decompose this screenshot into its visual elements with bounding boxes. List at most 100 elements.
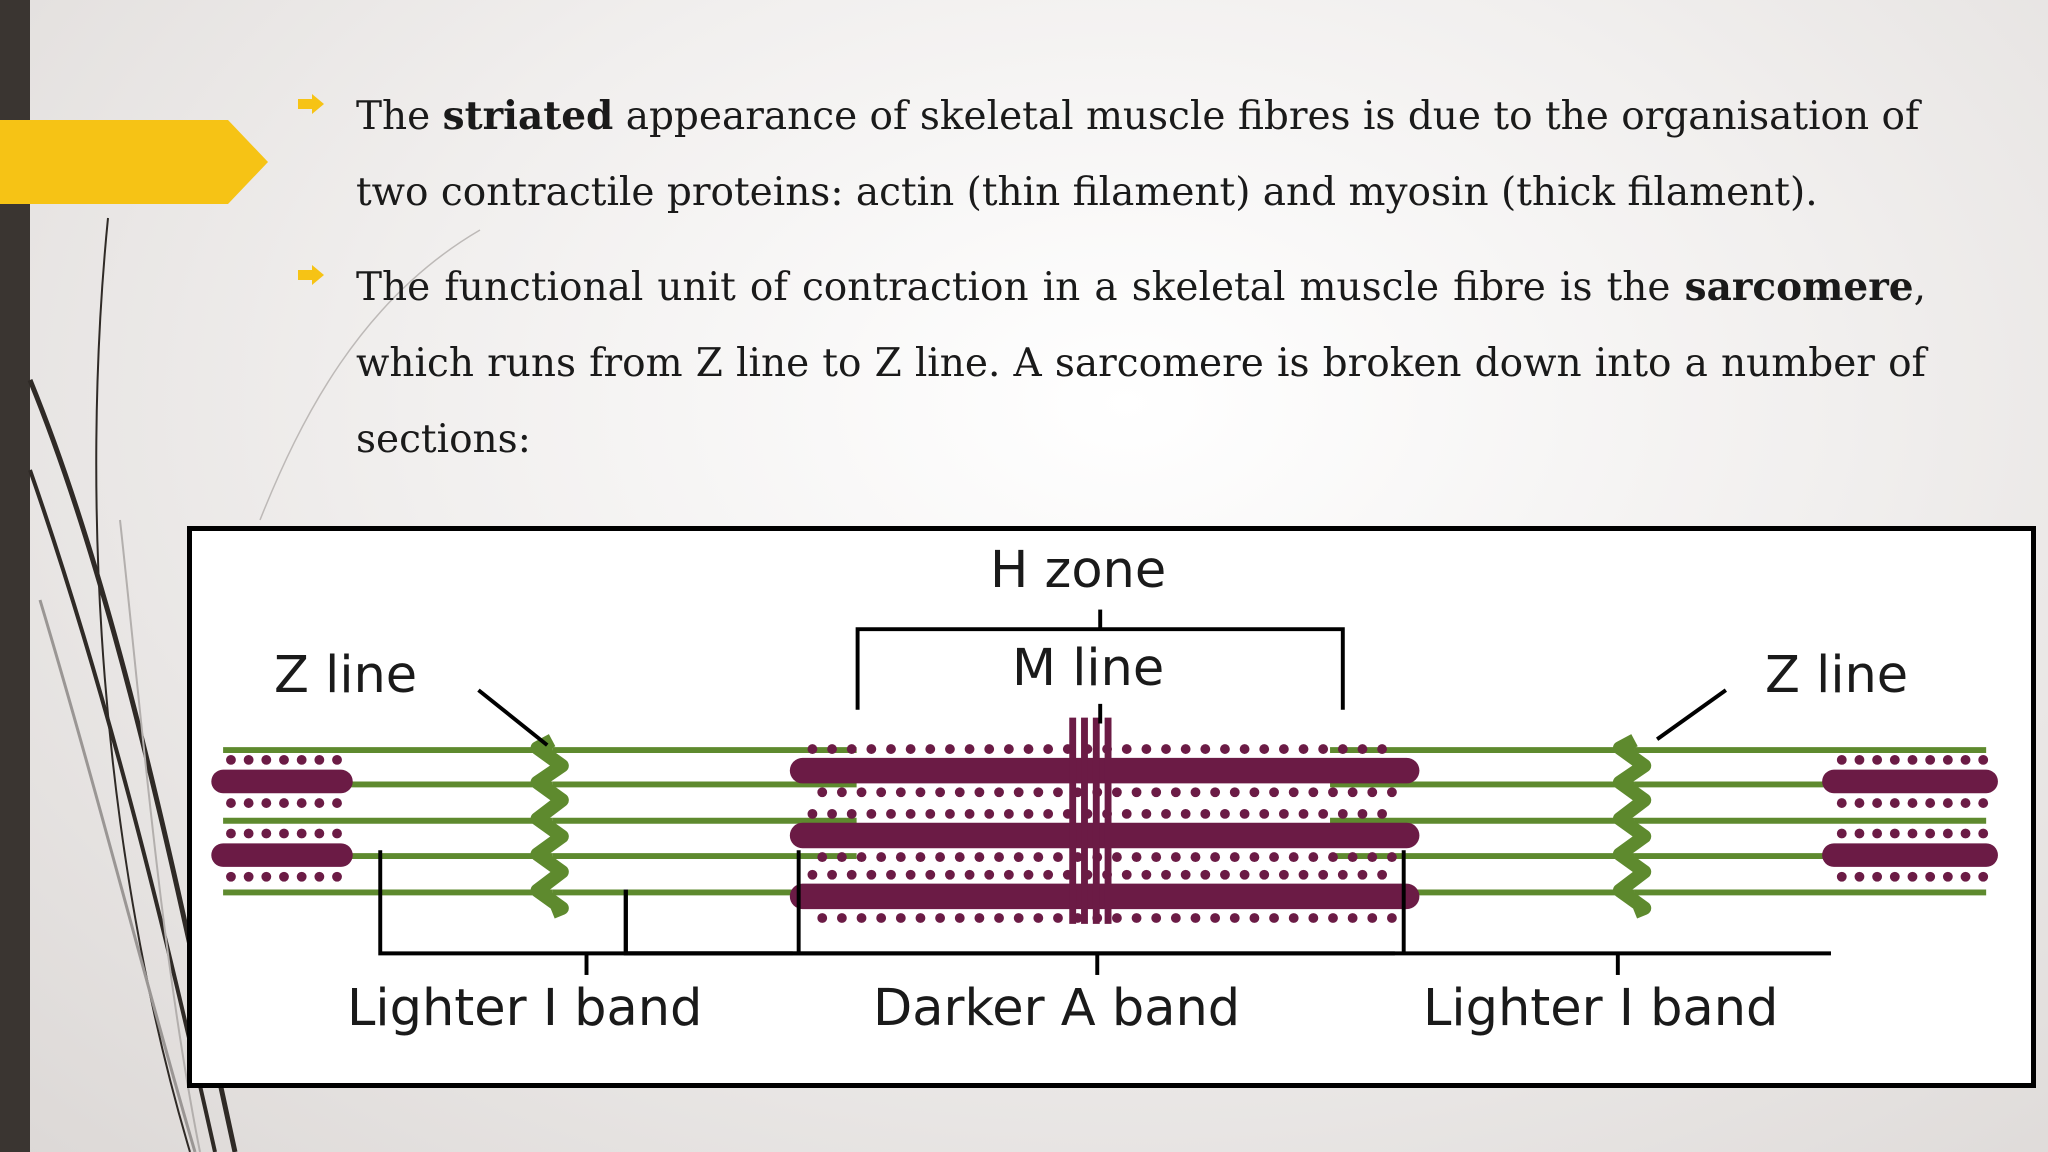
myosin-head (827, 808, 837, 819)
myosin-head (1357, 808, 1368, 819)
myosin-head (1288, 852, 1299, 863)
sarcomere-drawing (211, 609, 1998, 975)
myosin-head (314, 828, 325, 839)
myosin-head (836, 913, 847, 923)
myosin-head (1872, 754, 1883, 765)
myosin-head (1121, 808, 1132, 819)
myosin-head (332, 754, 342, 765)
myosin-head (1111, 787, 1122, 798)
myosin-head (1298, 808, 1309, 819)
myosin-head (1033, 852, 1044, 863)
myosin-head (1318, 808, 1329, 819)
myosin-head (1141, 869, 1152, 880)
myosin-head (945, 808, 955, 819)
myosin-head (1210, 852, 1221, 863)
z-line-left-label: Z line (274, 646, 418, 705)
myosin-head (1190, 787, 1201, 798)
myosin-head (1259, 869, 1270, 880)
myosin-head (1111, 913, 1122, 923)
myosin-head (1170, 787, 1181, 798)
myosin-head (994, 787, 1004, 798)
slide-text: The striated appearance of skeletal musc… (298, 78, 1926, 496)
myosin-head (974, 852, 985, 863)
myosin-head (1337, 808, 1348, 819)
myosin-head (1854, 798, 1865, 808)
myosin-head (1328, 852, 1338, 863)
myosin-head (1960, 828, 1971, 839)
myosin-head (964, 808, 975, 819)
myosin-head (876, 787, 887, 798)
myosin-head (1161, 869, 1171, 880)
deco-line (119, 519, 201, 1152)
myosin-head (296, 828, 307, 839)
deco-line (38, 599, 197, 1152)
myosin-head (827, 869, 837, 880)
myosin-head (1836, 798, 1847, 808)
myosin-head (1942, 871, 1953, 882)
myosin-head (279, 871, 289, 882)
myosin-head (876, 852, 887, 863)
bullet-text-pre: The (356, 94, 443, 139)
myosin-head (1269, 787, 1279, 798)
myosin-head (1043, 744, 1054, 754)
myosin-head (332, 871, 342, 882)
myosin-head (1131, 787, 1142, 798)
myosin-head (332, 798, 342, 808)
myosin-head (1925, 798, 1936, 808)
myosin-head (261, 828, 272, 839)
myosin-head (226, 871, 236, 882)
myosin-head (1337, 744, 1348, 754)
myosin-head (817, 852, 828, 863)
myosin-head (1308, 852, 1319, 863)
myosin-head (1161, 744, 1171, 754)
myosin-head (1190, 913, 1201, 923)
myosin-head (296, 871, 307, 882)
myosin-head (1387, 913, 1397, 923)
arrow-bullet-icon (298, 265, 324, 285)
i-band-left-bracket (378, 850, 793, 956)
myosin-head (1367, 913, 1378, 923)
myosin-head (1337, 869, 1348, 880)
myosin-head (1249, 852, 1260, 863)
myosin-head (314, 754, 325, 765)
myosin-head (994, 852, 1004, 863)
myosin-head (261, 798, 272, 808)
i-band-left-label: Lighter I band (347, 979, 703, 1038)
myosin-head (827, 744, 837, 754)
myosin-head (905, 808, 916, 819)
myosin-head (905, 869, 916, 880)
myosin-head (1003, 744, 1014, 754)
myosin-head (807, 808, 818, 819)
myosin-head (1278, 808, 1289, 819)
myosin-head (1836, 828, 1847, 839)
myosin-head (1377, 869, 1388, 880)
a-band-label: Darker A band (873, 979, 1241, 1038)
z-line-pointer (477, 688, 549, 747)
myosin-head (876, 913, 887, 923)
myosin-head (1170, 913, 1181, 923)
myosin-head (1889, 871, 1900, 882)
myosin-head (261, 754, 272, 765)
myosin-head (1131, 913, 1142, 923)
z-line-pointer (1655, 688, 1728, 741)
myosin-head (1220, 744, 1230, 754)
myosin-head (905, 744, 916, 754)
myosin-head (1960, 871, 1971, 882)
myosin-head (1328, 913, 1338, 923)
myosin-head (1111, 852, 1122, 863)
myosin-head (1925, 828, 1936, 839)
myosin-head (1151, 787, 1162, 798)
myosin-head (866, 808, 877, 819)
myosin-head (1043, 808, 1054, 819)
myosin-head (1328, 787, 1338, 798)
myosin-head (1161, 808, 1171, 819)
myosin-head (886, 808, 896, 819)
myosin-head (1190, 852, 1201, 863)
myosin-head (1978, 798, 1989, 808)
sarcomere-diagram: H zone M line Z line Z line Lighter I ba… (187, 526, 2036, 1088)
myosin-head (1318, 744, 1329, 754)
myosin-head (846, 808, 857, 819)
myosin-head (332, 828, 342, 839)
myosin-head (1298, 744, 1309, 754)
myosin-head (984, 744, 995, 754)
